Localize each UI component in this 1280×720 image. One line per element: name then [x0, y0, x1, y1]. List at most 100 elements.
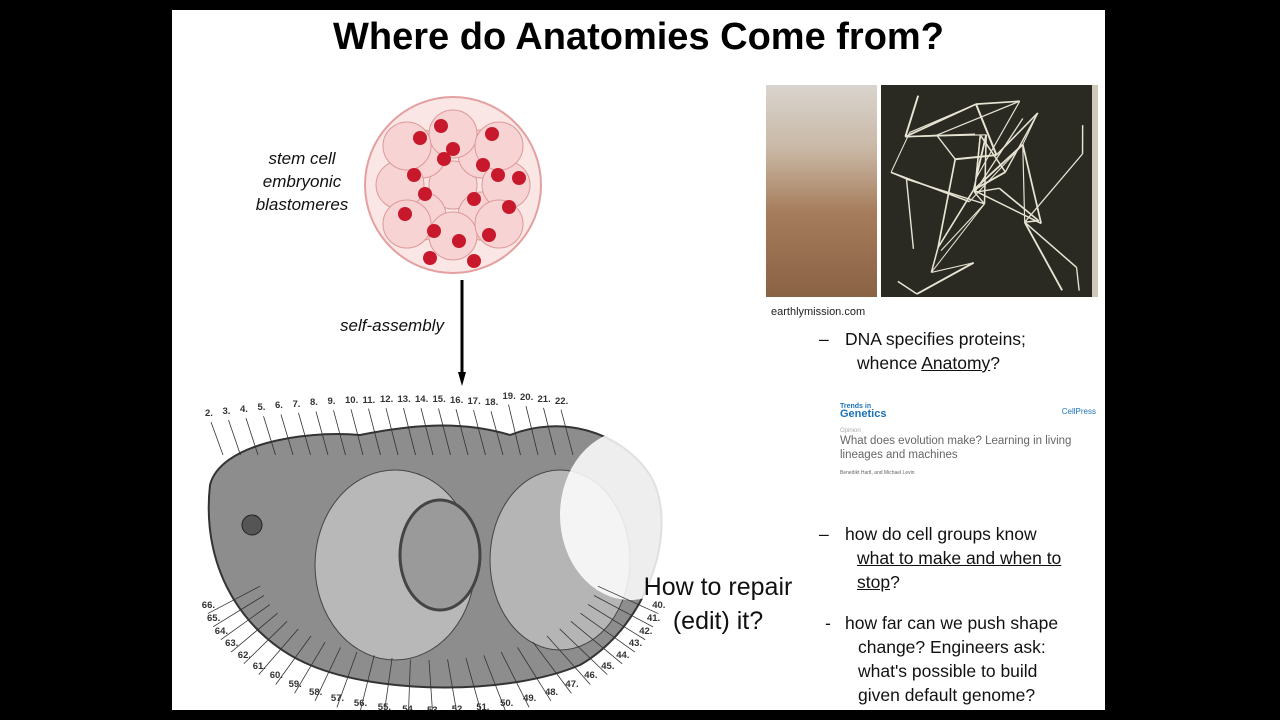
publisher-logo: CellPress [1061, 407, 1096, 416]
bullet-dash: – [819, 329, 829, 349]
nucleus [512, 171, 526, 185]
anatomy-number-label: 7. [292, 398, 301, 410]
anatomy-number-label: 13. [397, 394, 411, 405]
anatomy-number-label: 41. [646, 612, 661, 624]
anatomy-number-label: 66. [201, 599, 216, 611]
anatomy-number-label: 48. [544, 686, 559, 698]
nucleus [413, 131, 427, 145]
leader-line [580, 612, 636, 653]
filament [1004, 112, 1039, 173]
filament [975, 100, 1021, 179]
filament [1021, 144, 1042, 224]
leader-line [543, 407, 556, 456]
anatomy-number-label: 40. [652, 599, 666, 611]
filament [972, 143, 1024, 191]
stem-cell-label: stem cell embryonic blastomeres [242, 147, 362, 216]
anatomy-number-label: 44. [616, 649, 630, 661]
anatomy-number-label: 5. [257, 402, 266, 414]
anatomy-number-label: 64. [214, 625, 229, 637]
filament [940, 203, 985, 252]
anatomy-number-label: 60. [269, 670, 283, 682]
stem-label-line: stem cell [268, 149, 336, 168]
anatomy-number-label: 16. [450, 395, 464, 407]
leader-line [428, 659, 433, 710]
bullet-dash: – [819, 524, 829, 544]
narwhal-skull-photo [766, 85, 877, 297]
filament [955, 154, 997, 161]
anatomy-number-label: 45. [601, 660, 615, 672]
anatomy-number-label: 12. [380, 394, 394, 406]
paper-title: What does evolution make? Learning in li… [840, 435, 1072, 461]
leader-line [350, 409, 364, 456]
anatomy-number-label: 56. [353, 698, 368, 710]
leader-line [333, 410, 346, 456]
filament [983, 134, 987, 204]
nucleus [434, 119, 448, 133]
anatomy-number-label: 47. [565, 679, 579, 691]
filament [975, 103, 998, 156]
anatomy-number-label: 46. [584, 670, 598, 682]
filament [890, 171, 907, 180]
filament [973, 118, 1024, 193]
bullet-text: DNA specifies proteins; [845, 329, 1026, 349]
leader-line [490, 411, 504, 456]
leader-line [280, 414, 294, 456]
anatomy-number-label: 63. [225, 638, 239, 650]
leader-line [230, 612, 278, 653]
leader-line [500, 651, 530, 708]
paper-thumbnail: Trends in Genetics CellPress Opinion Wha… [840, 403, 1100, 493]
anatomy-number-label: 11. [362, 394, 376, 406]
leader-line [315, 411, 329, 456]
nucleus [502, 200, 516, 214]
filament [904, 95, 920, 138]
down-arrow-icon [458, 280, 466, 386]
self-assembly-label: self-assembly [340, 316, 444, 335]
anatomy-number-label: 3. [222, 406, 231, 418]
anatomy-number-label: 18. [485, 397, 499, 409]
leader-line [403, 407, 416, 456]
anatomy-number-label: 49. [523, 693, 537, 705]
anatomy-number-label: 6. [275, 400, 283, 412]
what-to-make-link[interactable]: what to make and when to [857, 548, 1062, 568]
anatomy-number-label: 51. [476, 702, 490, 710]
bullet-text: how do cell groups know [845, 524, 1037, 544]
nucleus [427, 224, 441, 238]
journal-small: Trends in [840, 403, 872, 410]
anatomy-number-label: 50. [500, 698, 514, 710]
leader-line [447, 659, 457, 710]
leader-line [517, 647, 552, 702]
filament [909, 103, 977, 133]
leader-line [360, 655, 375, 710]
anatomy-cross-section [207, 404, 680, 710]
nucleus [398, 207, 412, 221]
leader-line [465, 657, 481, 710]
anatomy-number-label: 43. [628, 638, 643, 650]
repair-line: How to repair [643, 573, 793, 601]
bullet-text: given default genome? [858, 685, 1036, 705]
leader-line [438, 408, 451, 456]
blastomere-illustration [364, 96, 542, 274]
nucleus [418, 187, 432, 201]
stem-label-line: blastomeres [255, 195, 349, 214]
anatomy-link[interactable]: Anatomy [921, 353, 991, 373]
nucleus [446, 142, 460, 156]
leader-line [559, 628, 608, 675]
leader-line [294, 641, 326, 694]
photo-credit: earthlymission.com [771, 306, 866, 318]
leader-line [210, 421, 224, 456]
filament [975, 134, 982, 179]
leader-line [263, 416, 276, 456]
stop-link[interactable]: stop [857, 572, 891, 592]
leader-line [207, 585, 261, 614]
leader-line [546, 635, 591, 685]
leader-line [408, 659, 411, 710]
filament [890, 132, 911, 173]
anatomy-number-label: 58. [309, 686, 323, 698]
filament [936, 134, 956, 160]
paper-authors: Benedikt Hartl, and Michael Levin [840, 470, 915, 476]
nucleus [467, 254, 481, 268]
anatomy-number-label: 4. [240, 404, 248, 416]
anatomy-number-label: 53. [427, 705, 440, 710]
leader-line [220, 604, 271, 641]
cell [428, 211, 478, 261]
